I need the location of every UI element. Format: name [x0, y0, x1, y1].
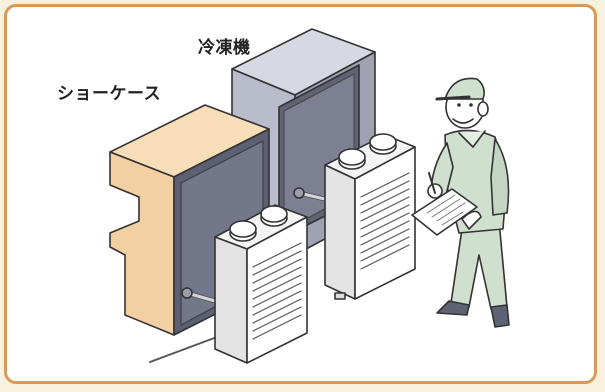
maintenance-scene — [109, 28, 510, 364]
condenser-unit-icon — [324, 133, 416, 300]
condenser-unit-icon — [214, 204, 308, 364]
refrigerator-label: 冷凍機 — [198, 38, 251, 58]
showcase-label: ショーケース — [57, 84, 162, 104]
illustration-panel: ショーケース 冷凍機 — [4, 4, 597, 384]
clipboard-icon — [411, 188, 482, 236]
